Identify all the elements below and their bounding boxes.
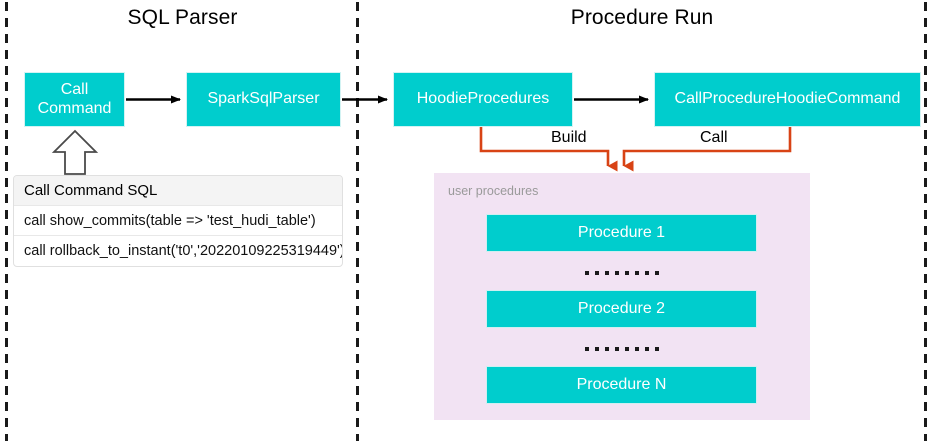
procedure-label: Procedure N <box>576 376 667 393</box>
node-spark-sql-parser[interactable]: SparkSqlParser <box>186 72 341 127</box>
section-title-procedure-run: Procedure Run <box>570 6 714 29</box>
ellipsis-separator <box>486 256 757 290</box>
sql-table-row: call show_commits(table => 'test_hudi_ta… <box>14 206 342 236</box>
node-call-command[interactable]: Call Command <box>24 72 125 127</box>
node-call-command-line-2: Command <box>37 99 112 117</box>
node-call-procedure-hoodie-command[interactable]: CallProcedureHoodieCommand <box>654 72 921 127</box>
ellipsis-separator <box>486 332 757 366</box>
list-item[interactable]: Procedure N <box>486 366 757 404</box>
node-hoodie-procedures-label: HoodieProcedures <box>416 90 550 108</box>
sql-table-header: Call Command SQL <box>14 176 342 206</box>
list-item[interactable]: Procedure 1 <box>486 214 757 252</box>
node-call-command-line-1: Call <box>60 80 89 98</box>
node-call-procedure-hoodie-command-label: CallProcedureHoodieCommand <box>674 90 901 108</box>
node-spark-sql-parser-label: SparkSqlParser <box>207 90 320 108</box>
sql-table-row: call rollback_to_instant('t0','202201092… <box>24 243 343 259</box>
procedure-label: Procedure 1 <box>577 224 666 241</box>
user-procedures-label: user procedures <box>448 184 539 198</box>
hollow-up-arrow-icon <box>51 129 99 175</box>
edge-label-call: Call <box>694 130 734 146</box>
user-procedures-panel: user procedures Procedure 1 Procedure 2 … <box>434 173 810 420</box>
node-hoodie-procedures[interactable]: HoodieProcedures <box>393 72 573 127</box>
list-item[interactable]: Procedure 2 <box>486 290 757 328</box>
edge-label-build: Build <box>545 130 593 146</box>
call-command-sql-table: Call Command SQL call show_commits(table… <box>13 175 343 267</box>
procedure-label: Procedure 2 <box>577 300 666 317</box>
section-title-sql-parser: SQL Parser <box>127 6 238 29</box>
